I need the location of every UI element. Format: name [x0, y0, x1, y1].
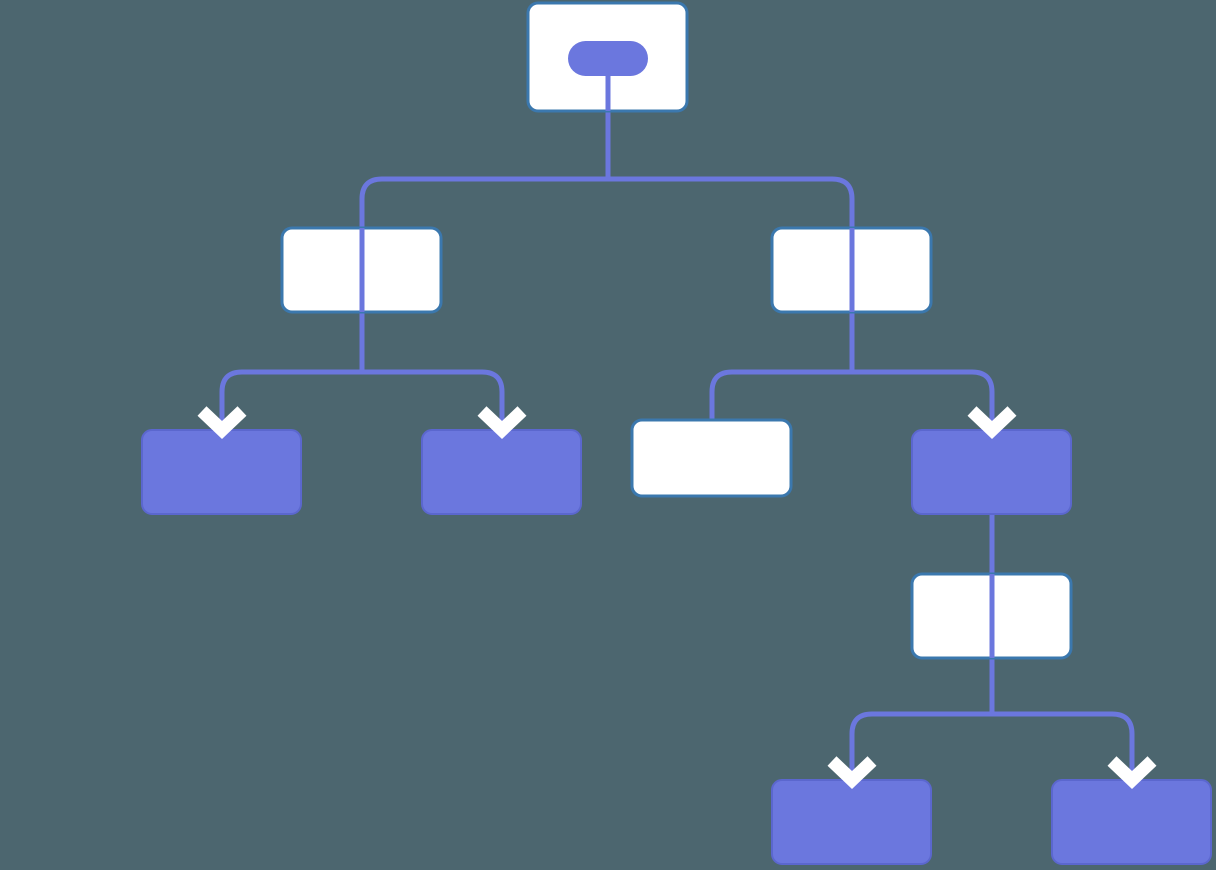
level3-leaf-a[interactable] [141, 429, 302, 515]
node-layer [141, 1, 1212, 865]
chevron-icon [197, 406, 247, 439]
edge-level2left-to-leaf-b-arrowhead [477, 406, 527, 439]
level5-leaf-right[interactable] [1051, 779, 1212, 865]
edge-level2right-to-branch-arrowhead [967, 406, 1017, 439]
edge-level4-to-leaf-left-arrowhead [827, 756, 877, 789]
edge-level2left-to-leaf-b[interactable] [359, 312, 505, 444]
edge-level4-to-leaf-left[interactable] [849, 658, 995, 794]
level3-branch-node[interactable] [911, 429, 1072, 515]
chevron-icon [477, 406, 527, 439]
level5-leaf-left[interactable] [771, 779, 932, 865]
edge-level4-to-leaf-right[interactable] [989, 658, 1135, 794]
chevron-icon [967, 406, 1017, 439]
root-node-collapsed-pill[interactable] [568, 41, 648, 76]
edge-level2left-to-leaf-a-arrowhead [197, 406, 247, 439]
level3-leaf-b[interactable] [421, 429, 582, 515]
arrowhead-layer [197, 406, 1157, 789]
edge-root-to-level2-right[interactable] [605, 111, 855, 228]
edge-level2left-to-leaf-a[interactable] [219, 312, 365, 444]
edge-root-to-level2-left[interactable] [359, 111, 611, 228]
through-line-layer [359, 228, 995, 658]
edge-level4-to-leaf-right-arrowhead [1107, 756, 1157, 789]
edge-level2right-to-branch[interactable] [849, 312, 995, 444]
level3-open-node[interactable] [630, 418, 793, 498]
chevron-icon [827, 756, 877, 789]
edge-layer [219, 111, 1135, 794]
edge-level2right-to-open[interactable] [709, 312, 855, 420]
chevron-icon [1107, 756, 1157, 789]
